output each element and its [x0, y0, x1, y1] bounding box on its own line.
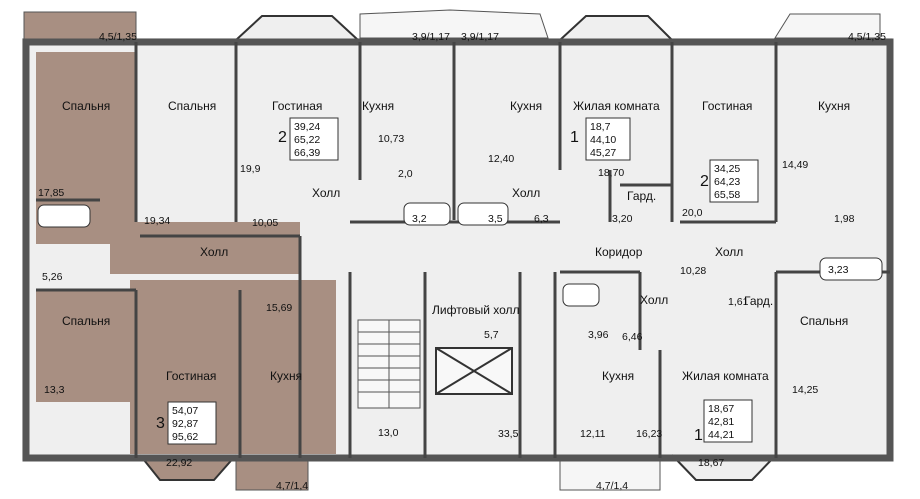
- apartment-badge: 2 34,25 64,23 65,58: [700, 159, 759, 203]
- room-living-4: Гостиная: [702, 99, 752, 113]
- room-wardrobe-5: Гард.: [744, 294, 773, 308]
- apartment-badge: 2 39,24 65,22 66,39: [278, 117, 339, 161]
- apartment-badge: 1 18,67 42,81 44,21: [694, 399, 753, 444]
- apartment-badge: 1 18,7 44,10 45,27: [570, 117, 631, 161]
- svg-text:64,23: 64,23: [714, 176, 740, 188]
- room-kitchen-1: Кухня: [510, 99, 542, 113]
- apartment-badges: 2 39,24 65,22 66,39 1 18,7 44,10 45,27 2…: [156, 117, 759, 445]
- bay-windows: [139, 15, 777, 481]
- svg-text:3: 3: [156, 415, 165, 432]
- area-3-2: 3,2: [412, 213, 427, 225]
- svg-text:2: 2: [700, 173, 709, 190]
- area-19-9: 19,9: [240, 163, 261, 175]
- balcony-top-left: 4,5/1,35: [99, 31, 137, 43]
- apartment-badge: 3 54,07 92,87 95,62: [156, 401, 217, 445]
- room-kitchen-5: Кухня: [602, 369, 634, 383]
- balcony-top-right: 4,5/1,35: [848, 31, 886, 43]
- area-15-69: 15,69: [266, 302, 292, 314]
- room-wardrobe-4: Гард.: [627, 189, 656, 203]
- area-19-34: 19,34: [144, 215, 170, 227]
- area-6-46: 6,46: [622, 331, 643, 343]
- staircase: [357, 319, 421, 409]
- area-14-25: 14,25: [792, 384, 818, 396]
- svg-text:45,27: 45,27: [590, 147, 616, 159]
- area-10-73: 10,73: [378, 133, 404, 145]
- area-6-3: 6,3: [534, 213, 549, 225]
- bathtubs: [37, 202, 883, 307]
- room-lift-hall: Лифтовый холл: [432, 303, 520, 317]
- room-hall-4: Холл: [715, 245, 743, 259]
- room-hall-left: Холл: [200, 245, 228, 259]
- svg-text:34,25: 34,25: [714, 163, 740, 175]
- balcony-top-mid-right: 3,9/1,17: [461, 31, 499, 43]
- svg-text:65,22: 65,22: [294, 134, 320, 146]
- area-12-40: 12,40: [488, 153, 514, 165]
- balcony-bottom-left: 4,7/1,4: [276, 480, 308, 492]
- area-5-26: 5,26: [42, 271, 63, 283]
- room-hall-2: Холл: [312, 186, 340, 200]
- room-living-room-5: Жилая комната: [682, 369, 769, 383]
- area-18-67: 18,67: [698, 457, 724, 469]
- outer-walls: [22, 38, 894, 462]
- area-14-49: 14,49: [782, 159, 808, 171]
- area-13-3: 13,3: [44, 384, 65, 396]
- area-3-5: 3,5: [488, 213, 503, 225]
- room-kitchen-2: Кухня: [362, 99, 394, 113]
- area-2-0: 2,0: [398, 168, 413, 180]
- svg-text:18,67: 18,67: [708, 403, 734, 415]
- area-22-92: 22,92: [166, 457, 192, 469]
- area-3-23: 3,23: [828, 264, 849, 276]
- area-3-96: 3,96: [588, 329, 609, 341]
- room-living-2: Гостиная: [272, 99, 322, 113]
- area-17-85: 17,85: [38, 187, 64, 199]
- room-kitchen-4: Кухня: [818, 99, 850, 113]
- room-bedroom-left: Спальня: [62, 99, 110, 113]
- balcony-labels: 4,5/1,35 3,9/1,17 3,9/1,17 4,5/1,35 4,7/…: [99, 31, 886, 492]
- svg-text:39,24: 39,24: [294, 121, 320, 133]
- room-bedroom-2: Спальня: [168, 99, 216, 113]
- room-bedroom-right: Спальня: [800, 314, 848, 328]
- room-living-3: Гостиная: [166, 369, 216, 383]
- balconies: [23, 9, 881, 491]
- area-10-05: 10,05: [252, 217, 278, 229]
- area-13-0: 13,0: [378, 427, 399, 439]
- area-16-23: 16,23: [636, 428, 662, 440]
- area-10-28: 10,28: [680, 265, 706, 277]
- balcony-bottom-right: 4,7/1,4: [596, 480, 628, 492]
- room-corridor: Коридор: [595, 245, 643, 259]
- area-20-0: 20,0: [682, 207, 703, 219]
- room-living-room-1: Жилая комната: [573, 99, 660, 113]
- room-hall-5: Холл: [640, 293, 668, 307]
- area-1-61: 1,61: [728, 296, 749, 308]
- room-bedroom-left-lower: Спальня: [62, 314, 110, 328]
- svg-text:95,62: 95,62: [172, 431, 198, 443]
- svg-text:54,07: 54,07: [172, 405, 198, 417]
- svg-text:18,7: 18,7: [590, 121, 611, 133]
- svg-text:42,81: 42,81: [708, 416, 734, 428]
- lift-shafts: [435, 347, 513, 395]
- area-1-98: 1,98: [834, 213, 855, 225]
- area-5-7: 5,7: [484, 329, 499, 341]
- interior-walls: [36, 42, 890, 458]
- room-hall-1: Холл: [512, 186, 540, 200]
- area-33-5: 33,5: [498, 428, 519, 440]
- svg-text:65,58: 65,58: [714, 189, 740, 201]
- balcony-top-mid-left: 3,9/1,17: [412, 31, 450, 43]
- room-labels: Спальня Спальня Гостиная Кухня Кухня Жил…: [62, 99, 850, 383]
- svg-text:1: 1: [570, 129, 579, 146]
- svg-text:92,87: 92,87: [172, 418, 198, 430]
- svg-text:44,21: 44,21: [708, 429, 734, 441]
- room-kitchen-3: Кухня: [270, 369, 302, 383]
- svg-text:44,10: 44,10: [590, 134, 616, 146]
- svg-text:66,39: 66,39: [294, 147, 320, 159]
- svg-text:2: 2: [278, 129, 287, 146]
- area-12-11: 12,11: [580, 428, 606, 440]
- area-labels: 17,85 19,34 19,9 10,05 10,73 2,0 12,40 1…: [38, 133, 855, 469]
- svg-text:1: 1: [694, 427, 703, 444]
- area-18-70: 18,70: [598, 167, 624, 179]
- area-3-20: 3,20: [612, 213, 633, 225]
